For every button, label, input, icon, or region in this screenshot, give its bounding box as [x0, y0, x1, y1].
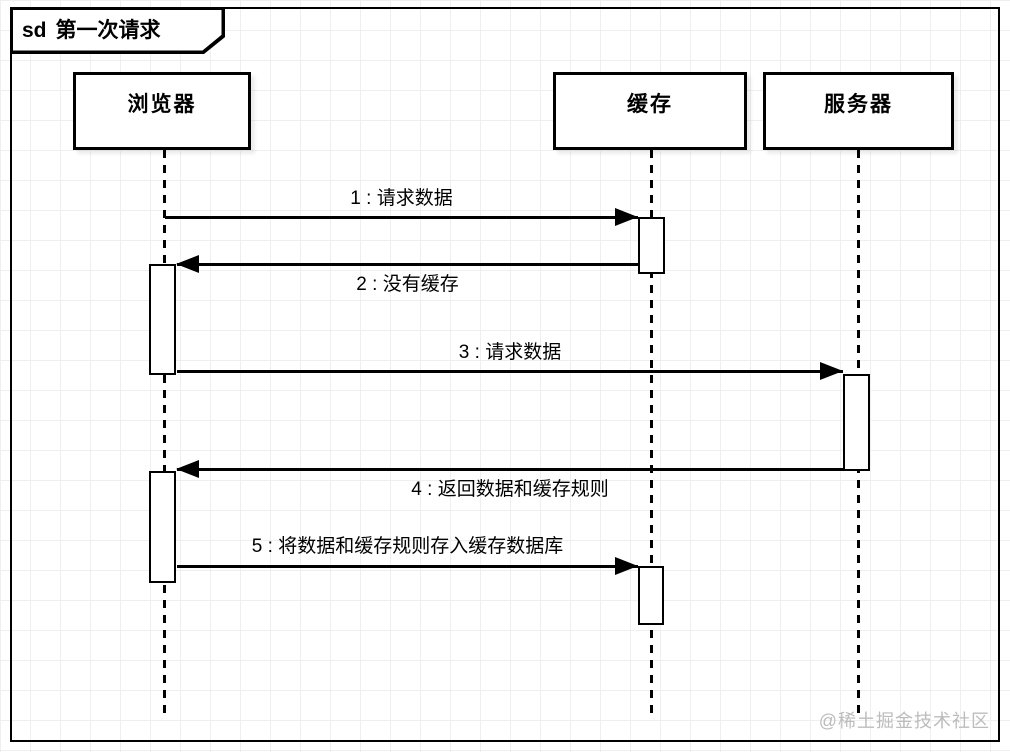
participant-browser: 浏览器	[73, 72, 251, 150]
message-2-label: 2 : 没有缓存	[356, 274, 459, 295]
frame-name: 第一次请求	[55, 19, 161, 42]
message-5-line	[177, 565, 638, 568]
participant-server-label: 服务器	[824, 93, 893, 116]
message-1-label: 1 : 请求数据	[350, 188, 453, 209]
lifeline-browser	[163, 150, 166, 720]
activation-cache-2	[638, 566, 664, 625]
activation-browser-2	[149, 471, 176, 583]
message-3-line	[177, 370, 843, 373]
frame-keyword: sd	[22, 19, 47, 42]
activation-server-1	[843, 374, 870, 471]
message-4-arrowhead-icon	[176, 459, 199, 478]
participant-cache-label: 缓存	[627, 93, 673, 116]
lifeline-cache	[650, 150, 653, 720]
message-3-arrowhead-icon	[820, 361, 843, 380]
message-1-arrowhead-icon	[615, 207, 638, 226]
message-1-line	[165, 216, 638, 219]
frame-tab-fill	[13, 10, 222, 51]
message-4-label: 4 : 返回数据和缓存规则	[411, 479, 609, 500]
frame-title: sd 第一次请求	[22, 7, 222, 54]
message-5-arrowhead-icon	[615, 556, 638, 575]
watermark: @稀土掘金技术社区	[818, 711, 990, 731]
message-4-line	[177, 468, 843, 471]
uml-frame-border	[10, 7, 1000, 742]
message-3-label: 3 : 请求数据	[458, 342, 562, 363]
message-5-label: 5 : 将数据和缓存规则存入缓存数据库	[251, 536, 564, 557]
frame-tab	[10, 7, 225, 54]
message-2-arrowhead-icon	[176, 254, 199, 273]
message-2-line	[177, 263, 638, 266]
activation-browser-1	[149, 264, 176, 375]
participant-server: 服务器	[763, 72, 954, 150]
activation-cache-1	[638, 217, 665, 274]
participant-browser-label: 浏览器	[127, 93, 197, 116]
participant-cache: 缓存	[553, 72, 747, 150]
